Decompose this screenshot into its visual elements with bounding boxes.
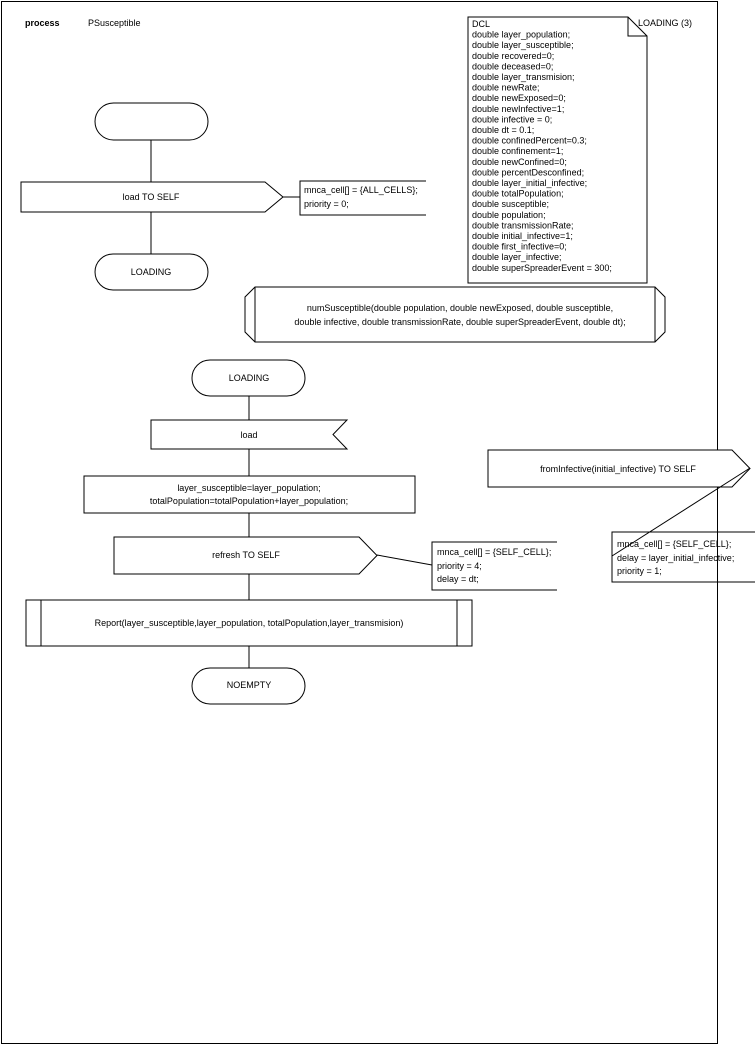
declaration-line: double newRate; xyxy=(472,83,540,93)
declaration-line: double dt = 0.1; xyxy=(472,125,534,135)
declaration-line: DCL xyxy=(472,19,490,29)
declaration-line: double layer_transmision; xyxy=(472,72,575,82)
output-comment-from-infective: mnca_cell[] = {SELF_CELL}; delay = layer… xyxy=(611,531,755,583)
output-signal-label: fromInfective(initial_infective) TO SELF xyxy=(540,464,696,474)
declaration-line: double layer_susceptible; xyxy=(472,40,574,50)
comment-link xyxy=(611,467,751,557)
task-assignment: layer_susceptible=layer_population; tota… xyxy=(83,475,416,514)
input-signal-label: load xyxy=(240,430,257,440)
page-label: LOADING (3) xyxy=(638,18,692,28)
start-symbol xyxy=(94,102,209,141)
comment-line: mnca_cell[] = {ALL_CELLS}; xyxy=(304,185,418,195)
declaration-line: double percentDesconfined; xyxy=(472,167,584,177)
declaration-line: double layer_population; xyxy=(472,30,570,40)
output-signal-refresh: refresh TO SELF xyxy=(113,536,378,575)
comment-line: priority = 0; xyxy=(304,199,349,209)
comment-link xyxy=(376,554,433,566)
declaration-line: double transmissionRate; xyxy=(472,220,574,230)
declaration-line: double newInfective=1; xyxy=(472,104,564,114)
procedure-call-label: Report(layer_susceptible,layer_populatio… xyxy=(95,618,404,628)
declaration-line: double population; xyxy=(472,210,546,220)
comment-line: delay = dt; xyxy=(437,574,479,584)
procedure-call-report: Report(layer_susceptible,layer_populatio… xyxy=(25,599,473,647)
comment-line: mnca_cell[] = {SELF_CELL}; xyxy=(437,547,551,557)
declaration-line: double layer_initial_infective; xyxy=(472,178,587,188)
declaration-line: double newConfined=0; xyxy=(472,157,567,167)
declaration-line: double infective = 0; xyxy=(472,114,552,124)
declaration-line: double recovered=0; xyxy=(472,51,554,61)
process-keyword: process xyxy=(25,18,60,28)
output-signal-load: load TO SELF xyxy=(20,181,284,213)
state-label: NOEMPTY xyxy=(227,680,272,690)
procedure-declaration-symbol: numSusceptible(double population, double… xyxy=(244,286,666,343)
output-comment-load: mnca_cell[] = {ALL_CELLS}; priority = 0; xyxy=(299,180,426,216)
declaration-line: double newExposed=0; xyxy=(472,93,566,103)
input-signal-load: load xyxy=(150,419,349,450)
output-signal-label: load TO SELF xyxy=(123,192,180,202)
declaration-line: double susceptible; xyxy=(472,199,549,209)
process-name: PSusceptible xyxy=(88,18,141,28)
declaration-line: double confinedPercent=0.3; xyxy=(472,136,587,146)
declaration-line: double confinement=1; xyxy=(472,146,563,156)
declaration-line: double deceased=0; xyxy=(472,61,553,71)
output-signal-label: refresh TO SELF xyxy=(212,550,280,560)
task-line: totalPopulation=totalPopulation+layer_po… xyxy=(150,496,348,506)
state-loading: LOADING xyxy=(191,359,306,397)
state-label: LOADING xyxy=(229,373,270,383)
state-loading-next: LOADING xyxy=(94,253,209,291)
output-comment-refresh: mnca_cell[] = {SELF_CELL}; priority = 4;… xyxy=(431,541,557,591)
declaration-line: double first_infective=0; xyxy=(472,242,567,252)
declaration-line: double superSpreaderEvent = 300; xyxy=(472,263,612,273)
comment-line: mnca_cell[] = {SELF_CELL}; xyxy=(617,539,731,549)
state-label: LOADING xyxy=(131,267,172,277)
declaration-line: double totalPopulation; xyxy=(472,189,564,199)
comment-line: priority = 1; xyxy=(617,566,662,576)
state-noempty: NOEMPTY xyxy=(191,667,306,705)
declaration-line: double layer_infective; xyxy=(472,252,562,262)
procedure-signature: double infective, double transmissionRat… xyxy=(294,317,625,327)
procedure-signature: numSusceptible(double population, double… xyxy=(307,303,613,313)
output-signal-from-infective: fromInfective(initial_infective) TO SELF xyxy=(487,449,751,488)
comment-line: priority = 4; xyxy=(437,561,482,571)
page-frame xyxy=(1,1,718,1044)
task-line: layer_susceptible=layer_population; xyxy=(177,483,320,493)
declaration-line: double initial_infective=1; xyxy=(472,231,573,241)
comment-line: delay = layer_initial_infective; xyxy=(617,553,734,563)
